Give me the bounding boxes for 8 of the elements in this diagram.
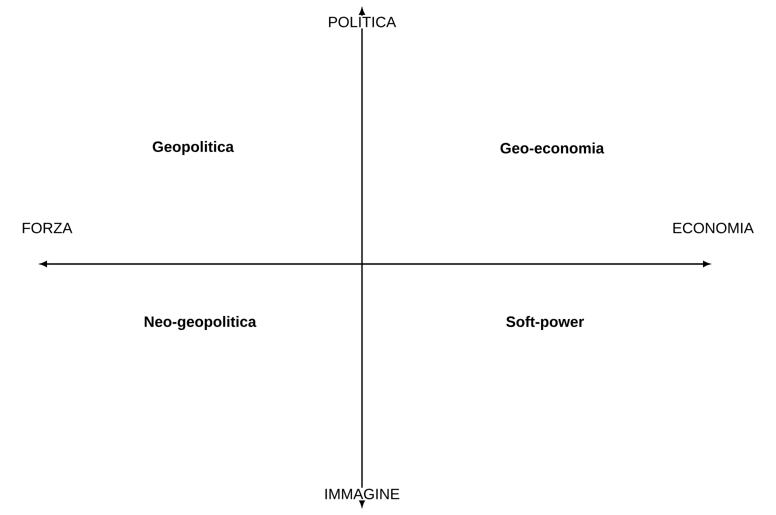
axis-label: FORZA (20, 222, 74, 234)
axis-label: IMMAGINE (323, 488, 401, 500)
axis-label: POLITICA (326, 16, 398, 28)
quadrant-label: Geo-economia (498, 142, 606, 155)
axis-label: ECONOMIA (671, 222, 755, 234)
quadrant-label: Soft-power (504, 315, 586, 331)
quadrant-label: Neo-geopolitica (142, 314, 258, 332)
quadrant-label: Geopolitica (151, 140, 235, 156)
